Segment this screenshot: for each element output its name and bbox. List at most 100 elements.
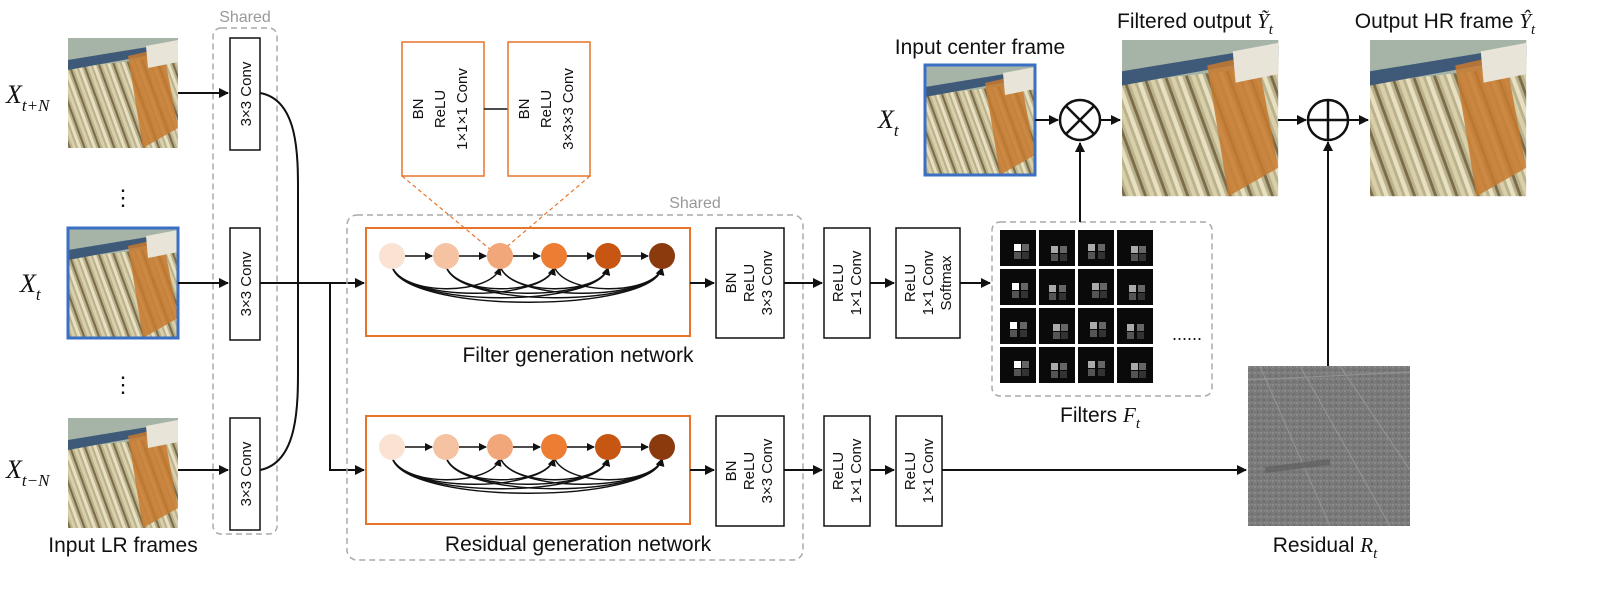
svg-text:1×1 Conv: 1×1 Conv [848,250,865,315]
input-lr-frames-label: Input LR frames [48,534,197,557]
svg-text:1×1×1 Conv: 1×1×1 Conv [454,68,471,150]
svg-text:ReLU: ReLU [830,264,847,302]
filter-weight-pixel [1099,322,1106,329]
relu-conv1x1-softmax: ReLU 1×1 Conv Softmax [895,227,961,339]
input-frame-bottom [68,418,178,528]
filter-weight-pixel [1049,293,1056,300]
input-frame-center [66,226,180,340]
filter-tile [1117,308,1153,344]
skip-connection [499,456,664,485]
filter-weight-pixel [1053,324,1060,331]
skip-connection [391,265,556,294]
svg-text:3×3×3 Conv: 3×3×3 Conv [560,68,577,150]
filter-weight-pixel [1059,293,1066,300]
skip-connection [445,456,610,485]
svg-text:3×3 Conv: 3×3 Conv [238,441,255,506]
filter-weight-pixel [1022,361,1029,368]
filter-weight-pixel [1060,246,1067,253]
input-center-frame-label: Input center frame [895,36,1065,59]
skip-connection [445,265,610,294]
filter-weight-pixel [1014,361,1021,368]
skip-connection [553,265,664,290]
filter-weight-pixel [1012,283,1019,290]
output-hr-label: Output HR frame Ŷt [1355,9,1536,38]
relu-conv1x1-bot-b: ReLU 1×1 Conv [895,415,943,527]
svg-text:BN: BN [410,99,427,120]
dense-layer-node [649,243,675,269]
dense-layer-node [541,434,567,460]
filter-weight-pixel [1088,244,1095,251]
svg-text:BN: BN [723,461,740,482]
residual-net-label: Residual generation network [445,533,712,556]
filters-label: Filters Ft [1060,403,1141,432]
filter-weight-pixel [1090,322,1097,329]
filter-weight-pixel [1138,285,1145,292]
dense-layer-node [379,434,405,460]
filter-weight-pixel [1049,285,1056,292]
filter-weight-pixel [1022,369,1029,376]
filter-weight-pixel [1139,363,1146,370]
svg-text:ReLU: ReLU [830,452,847,490]
svg-text:3×3 Conv: 3×3 Conv [238,251,255,316]
ellipsis-top: ⋮ [112,185,134,210]
relu-conv1x1-bot-a: ReLU 1×1 Conv [823,415,871,527]
filter-weight-pixel [1098,361,1105,368]
skip-connection [391,456,556,485]
filter-weight-pixel [1100,283,1107,290]
dense-block-filter [379,243,675,303]
filters-ellipsis: ...... [1172,324,1202,344]
filter-weight-pixel [1060,254,1067,261]
inset-block-1x1x1: BN ReLU 1×1×1 Conv [401,41,485,177]
dense-layer-node [595,243,621,269]
svg-text:Softmax: Softmax [938,255,955,311]
filters-group [991,221,1213,397]
dense-layer-node [595,434,621,460]
filter-weight-pixel [1012,291,1019,298]
center-frame-symbol: Xt [877,105,900,140]
filtered-output-label: Filtered output Ỹt [1117,9,1274,38]
add-operator [1306,98,1350,142]
svg-text:ReLU: ReLU [741,264,758,302]
filter-weight-pixel [1090,330,1097,337]
filter-weight-pixel [1131,246,1138,253]
filter-weight-pixel [1137,324,1144,331]
dense-layer-node [487,434,513,460]
bn-relu-conv-bot: BN ReLU 3×3 Conv [715,415,785,527]
svg-text:3×3 Conv: 3×3 Conv [759,438,776,503]
filter-weight-pixel [1053,332,1060,339]
filter-weight-pixel [1061,332,1068,339]
filter-weight-pixel [1092,291,1099,298]
input-center-frame [923,63,1037,177]
conv-box-bot: 3×3 Conv [229,417,261,531]
shared-conv-group [212,27,278,535]
filter-weight-pixel [1098,252,1105,259]
residual-label: Residual Rt [1273,533,1378,562]
filter-weight-pixel [1127,332,1134,339]
filter-weight-pixel [1100,291,1107,298]
filter-tile [1078,347,1114,383]
filter-weight-pixel [1014,252,1021,259]
filter-weight-pixel [1099,330,1106,337]
dense-layer-node [541,243,567,269]
svg-text:3×3 Conv: 3×3 Conv [238,61,255,126]
svg-text:ReLU: ReLU [741,452,758,490]
filter-weight-pixel [1098,244,1105,251]
filter-weight-pixel [1051,363,1058,370]
multiply-operator [1058,98,1102,142]
filter-generation-network [365,227,691,337]
svg-text:3×3 Conv: 3×3 Conv [759,250,776,315]
ellipsis-bottom: ⋮ [112,372,134,397]
relu-conv1x1-top-a: ReLU 1×1 Conv [823,227,871,339]
filtered-output-image [1122,40,1279,197]
filter-weight-pixel [1098,369,1105,376]
skip-connection [553,456,664,481]
filter-weight-pixel [1088,369,1095,376]
filter-weight-pixel [1127,324,1134,331]
filter-weight-pixel [1020,330,1027,337]
filter-weight-pixel [1129,285,1136,292]
filter-weight-pixel [1061,324,1068,331]
filter-weight-pixel [1051,246,1058,253]
filter-weight-pixel [1022,252,1029,259]
svg-text:ReLU: ReLU [902,452,919,490]
filter-weight-pixel [1010,330,1017,337]
